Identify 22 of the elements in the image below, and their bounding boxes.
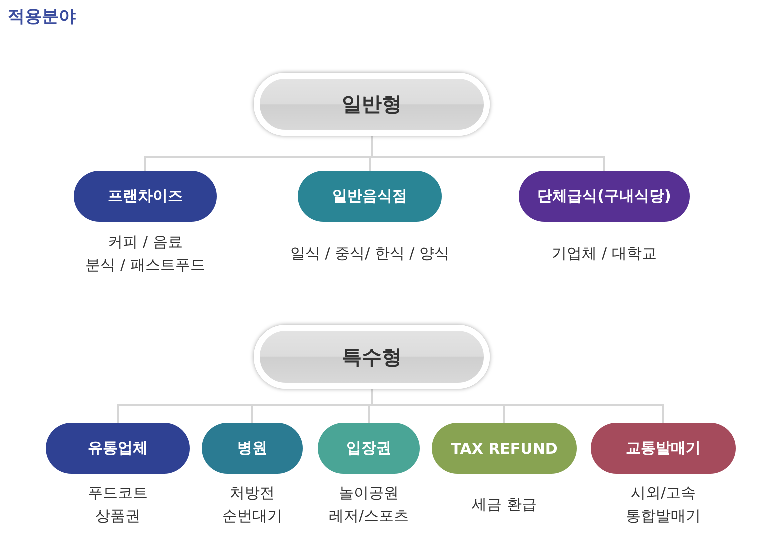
node-caption: 놀이공원	[338, 483, 400, 504]
node-caption: 커피 / 음료	[107, 232, 184, 253]
field-pill: 유통업체	[46, 423, 190, 474]
node-caption: 일식 / 중식/ 한식 / 양식	[289, 244, 450, 264]
field-pill: 일반음식점	[298, 171, 442, 222]
field-pill: 입장권	[318, 423, 420, 474]
node-caption: 처방전 순번대기	[222, 483, 284, 527]
page-title: 적용분야	[8, 6, 76, 28]
connector-line	[371, 136, 606, 171]
field-pill: 교통발매기	[591, 423, 736, 474]
node-caption: 상품권	[94, 506, 142, 527]
field-pill: 단체급식(구내식당)	[519, 171, 690, 222]
connector-line	[371, 389, 664, 423]
node-caption: 시외/고속 통합발매기	[625, 483, 702, 527]
node-caption: 푸드코트	[87, 483, 149, 504]
field-pill: 프랜차이즈	[74, 171, 217, 222]
node-caption: 세금 환급	[471, 494, 538, 516]
node-caption: 분식 / 패스트푸드	[84, 255, 206, 276]
node-caption: 기업체 / 대학교	[551, 244, 658, 264]
field-pill: TAX REFUND	[432, 423, 577, 474]
node-caption: 레저/스포츠	[328, 506, 410, 527]
field-pill: 병원	[202, 423, 303, 474]
